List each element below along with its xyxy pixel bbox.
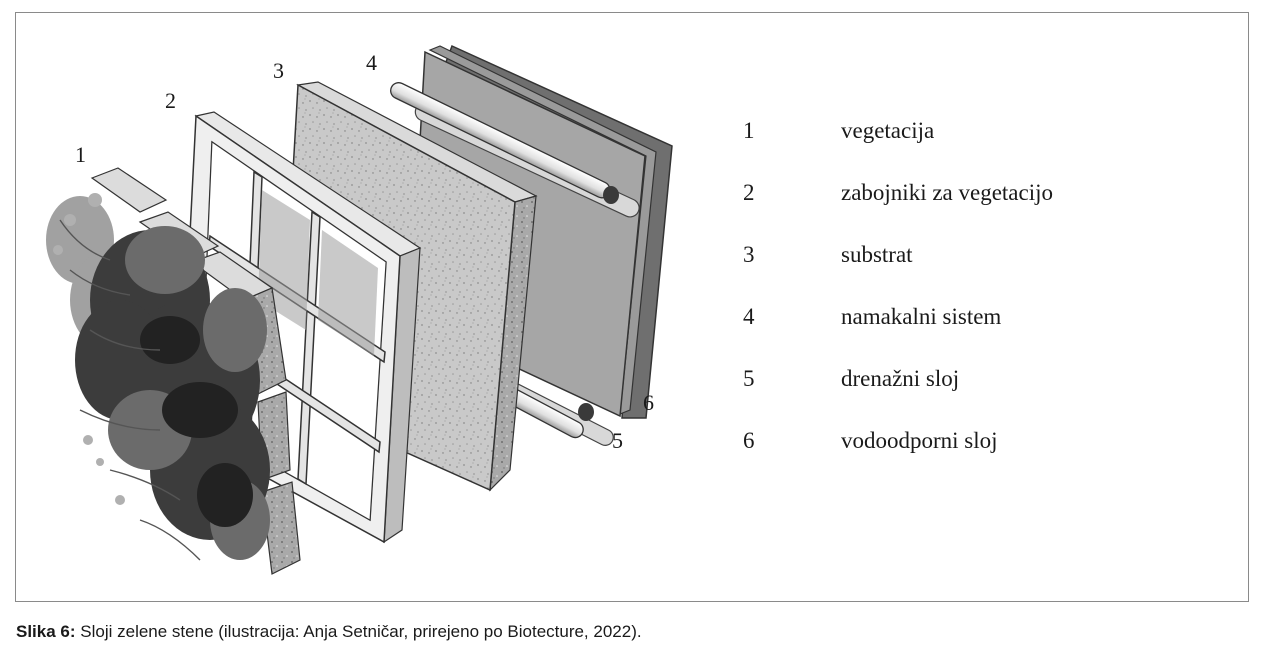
layer-number-4: 4 [366,50,377,75]
legend-label: namakalni sistem [841,304,1002,329]
legend-label: substrat [841,242,913,267]
legend-label: drenažni sloj [841,366,960,391]
legend-number: 6 [743,428,755,453]
layer-number-2: 2 [165,88,176,113]
legend-number: 2 [743,180,755,205]
layer-number-6: 6 [643,390,654,415]
legend-label: vodoodporni sloj [841,428,998,453]
layer-number-5: 5 [612,428,623,453]
legend-number: 3 [743,242,755,267]
layer-number-1: 1 [75,142,86,167]
caption-text: Sloji zelene stene (ilustracija: Anja Se… [75,622,642,641]
legend-label: vegetacija [841,118,935,143]
legend-number: 5 [743,366,755,391]
legend-number: 1 [743,118,755,143]
green-wall-layers-illustration [46,44,673,575]
layer-number-3: 3 [273,58,284,83]
legend-number: 4 [743,304,755,329]
figure-caption: Slika 6: Sloji zelene stene (ilustracija… [16,622,642,642]
legend-label: zabojniki za vegetacijo [841,180,1054,205]
caption-label: Slika 6: [16,622,76,641]
vegetation [46,193,270,561]
